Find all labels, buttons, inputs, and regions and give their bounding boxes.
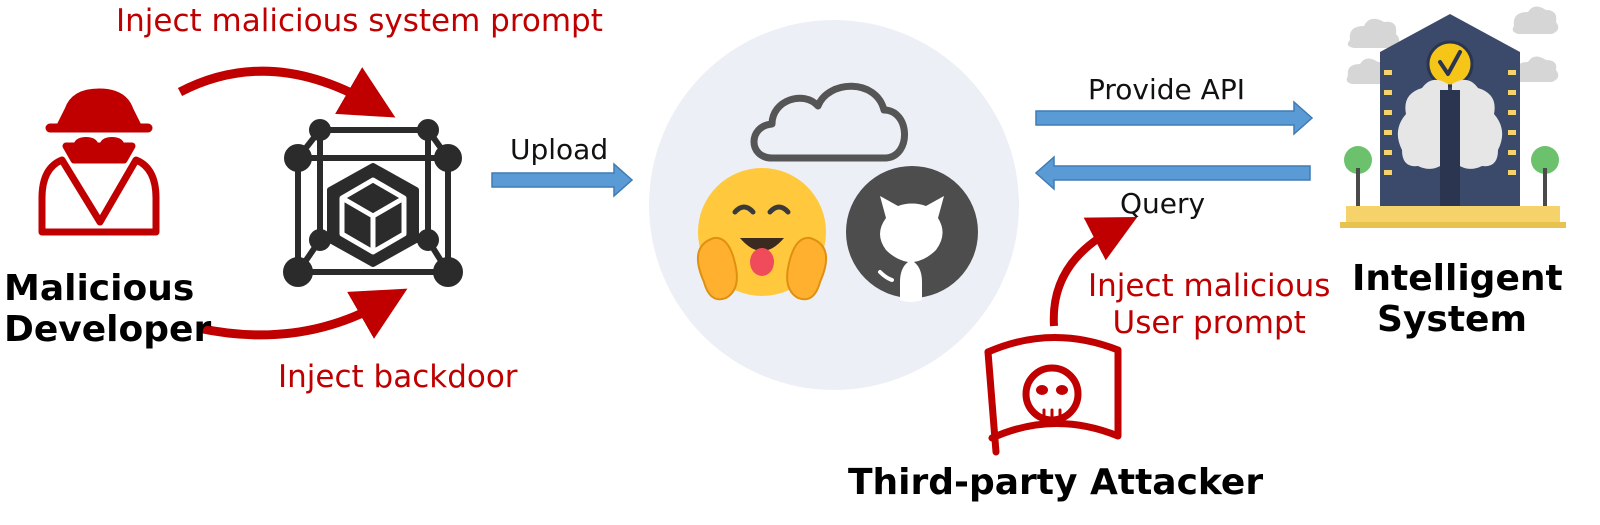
developer-line2: Developer	[4, 309, 212, 351]
provide-api-label: Provide API	[1088, 73, 1245, 106]
inject-backdoor-arrow	[197, 288, 408, 340]
inject-backdoor-label: Inject backdoor	[278, 359, 518, 395]
inject-user-prompt-label: Inject malicious User prompt	[1088, 268, 1330, 342]
upload-arrow	[491, 162, 634, 198]
hugging-face-icon	[696, 168, 828, 301]
provide-api-arrow	[1035, 100, 1314, 136]
intelligent-system-label: Intelligent System	[1352, 258, 1563, 341]
third-party-attacker-label: Third-party Attacker	[848, 462, 1264, 503]
spy-icon	[38, 88, 160, 236]
model-cube-icon	[283, 119, 463, 287]
inject-user-prompt-line1: Inject malicious	[1088, 268, 1331, 304]
inject-system-prompt-arrow	[177, 66, 396, 118]
system-line2: System	[1377, 299, 1527, 341]
query-arrow	[1034, 155, 1311, 191]
github-icon	[846, 166, 978, 302]
cloud-icon	[750, 82, 908, 162]
inject-user-prompt-arrow	[1049, 217, 1138, 327]
inject-system-prompt-label: Inject malicious system prompt	[116, 3, 603, 39]
pirate-flag-icon	[984, 334, 1122, 456]
malicious-developer-label: Malicious Developer	[4, 268, 212, 351]
query-label: Query	[1120, 187, 1206, 220]
ai-building-icon	[1340, 6, 1566, 228]
upload-label: Upload	[510, 133, 609, 166]
developer-line1: Malicious	[4, 268, 195, 309]
system-line1: Intelligent	[1352, 258, 1563, 299]
platform-circle	[649, 20, 1019, 390]
inject-user-prompt-line2: User prompt	[1112, 305, 1306, 342]
